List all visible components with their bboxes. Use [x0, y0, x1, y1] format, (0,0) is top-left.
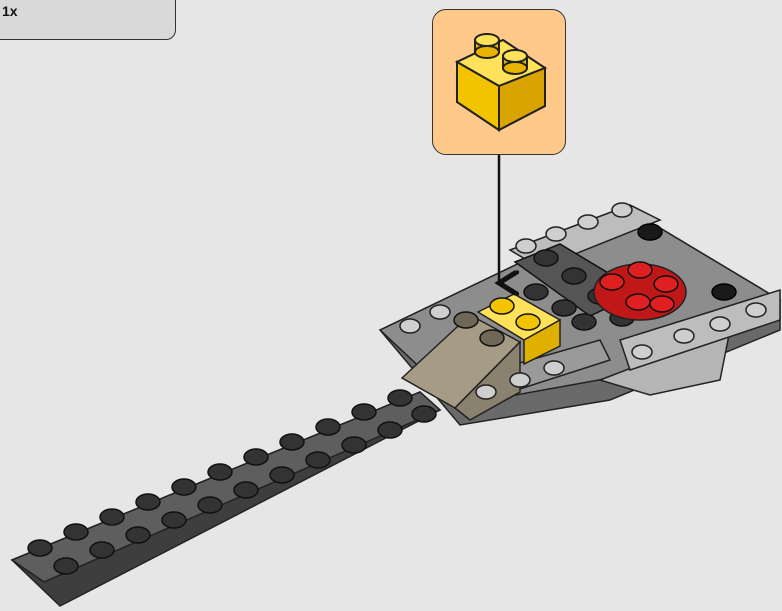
- tan-slope: [400, 311, 522, 421]
- placed-yellow-brick: [476, 293, 562, 366]
- black-studs: [637, 223, 737, 301]
- new-part-callout: [432, 9, 566, 155]
- parts-list-box: 1x: [0, 0, 176, 40]
- rail-studs: [399, 202, 767, 400]
- yellow-brick-1x2-icon: [454, 33, 548, 132]
- red-round-plate: [593, 261, 687, 321]
- long-plate: [10, 391, 442, 607]
- plate-studs: [27, 389, 437, 575]
- part-quantity-label: 1x: [2, 3, 18, 19]
